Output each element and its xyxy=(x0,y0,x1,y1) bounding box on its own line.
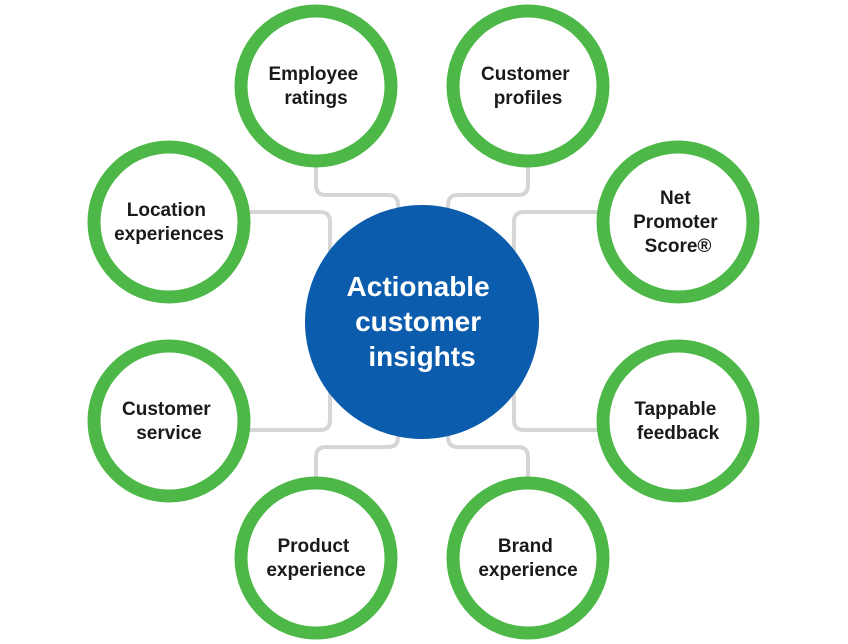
node-label-line: Net xyxy=(660,188,691,209)
node-label: Customer service xyxy=(122,399,216,444)
connector-tappable-feedback xyxy=(512,390,600,432)
node-label-line: Score® xyxy=(645,236,712,257)
node-label-line: Tappable xyxy=(634,399,716,420)
hub-title-line: Actionable xyxy=(347,271,490,302)
node-label: Customer profiles xyxy=(481,64,575,109)
node-ring xyxy=(596,140,760,304)
hub-title: Actionable customer insights xyxy=(347,271,498,372)
node-label: Tappable feedback xyxy=(634,399,721,444)
node-ring xyxy=(596,339,760,503)
hub-circle xyxy=(305,205,539,439)
hub-title-line: customer xyxy=(355,306,481,337)
connector-brand-experience xyxy=(446,420,530,480)
node-ring xyxy=(446,476,610,640)
node-customer-service: Customer service xyxy=(87,339,251,503)
node-ring xyxy=(234,476,398,640)
node-label-line: Employee xyxy=(268,64,358,85)
connector-location-experiences xyxy=(248,210,332,252)
node-label-line: profiles xyxy=(494,88,563,109)
node-ring xyxy=(446,4,610,168)
node-label-line: experience xyxy=(266,560,365,581)
node-employee-ratings: Employee ratings xyxy=(234,4,398,168)
node-label-line: experiences xyxy=(114,224,224,245)
connector-customer-service xyxy=(248,390,332,432)
hub: Actionable customer insights xyxy=(305,205,539,439)
node-label-line: Brand xyxy=(498,536,553,557)
node-ring xyxy=(87,339,251,503)
node-label-line: service xyxy=(136,423,202,444)
node-label: Net Promoter Score® xyxy=(633,188,723,257)
node-label: Product experience xyxy=(266,536,365,581)
node-label: Employee ratings xyxy=(268,64,363,109)
node-location-experiences: Location experiences xyxy=(87,140,251,304)
connector-product-experience xyxy=(314,420,400,480)
node-label-line: Customer xyxy=(481,64,570,85)
node-brand-experience: Brand experience xyxy=(446,476,610,640)
node-label-line: Product xyxy=(277,536,349,557)
node-net-promoter-score: Net Promoter Score® xyxy=(596,140,760,304)
node-label-line: experience xyxy=(478,560,577,581)
node-customer-profiles: Customer profiles xyxy=(446,4,610,168)
node-label-line: Customer xyxy=(122,399,211,420)
connector-net-promoter-score xyxy=(512,210,600,252)
node-label-line: feedback xyxy=(637,423,720,444)
node-label: Location experiences xyxy=(114,200,224,245)
node-tappable-feedback: Tappable feedback xyxy=(596,339,760,503)
node-label-line: Location xyxy=(127,200,206,221)
node-label-line: Promoter xyxy=(633,212,718,233)
node-product-experience: Product experience xyxy=(234,476,398,640)
node-label-line: ratings xyxy=(284,88,347,109)
node-ring xyxy=(87,140,251,304)
connector-employee-ratings xyxy=(314,163,400,224)
connectors xyxy=(248,163,600,480)
hub-title-line: insights xyxy=(368,341,475,372)
node-label: Brand experience xyxy=(478,536,577,581)
node-ring xyxy=(234,4,398,168)
connector-customer-profiles xyxy=(446,163,530,224)
